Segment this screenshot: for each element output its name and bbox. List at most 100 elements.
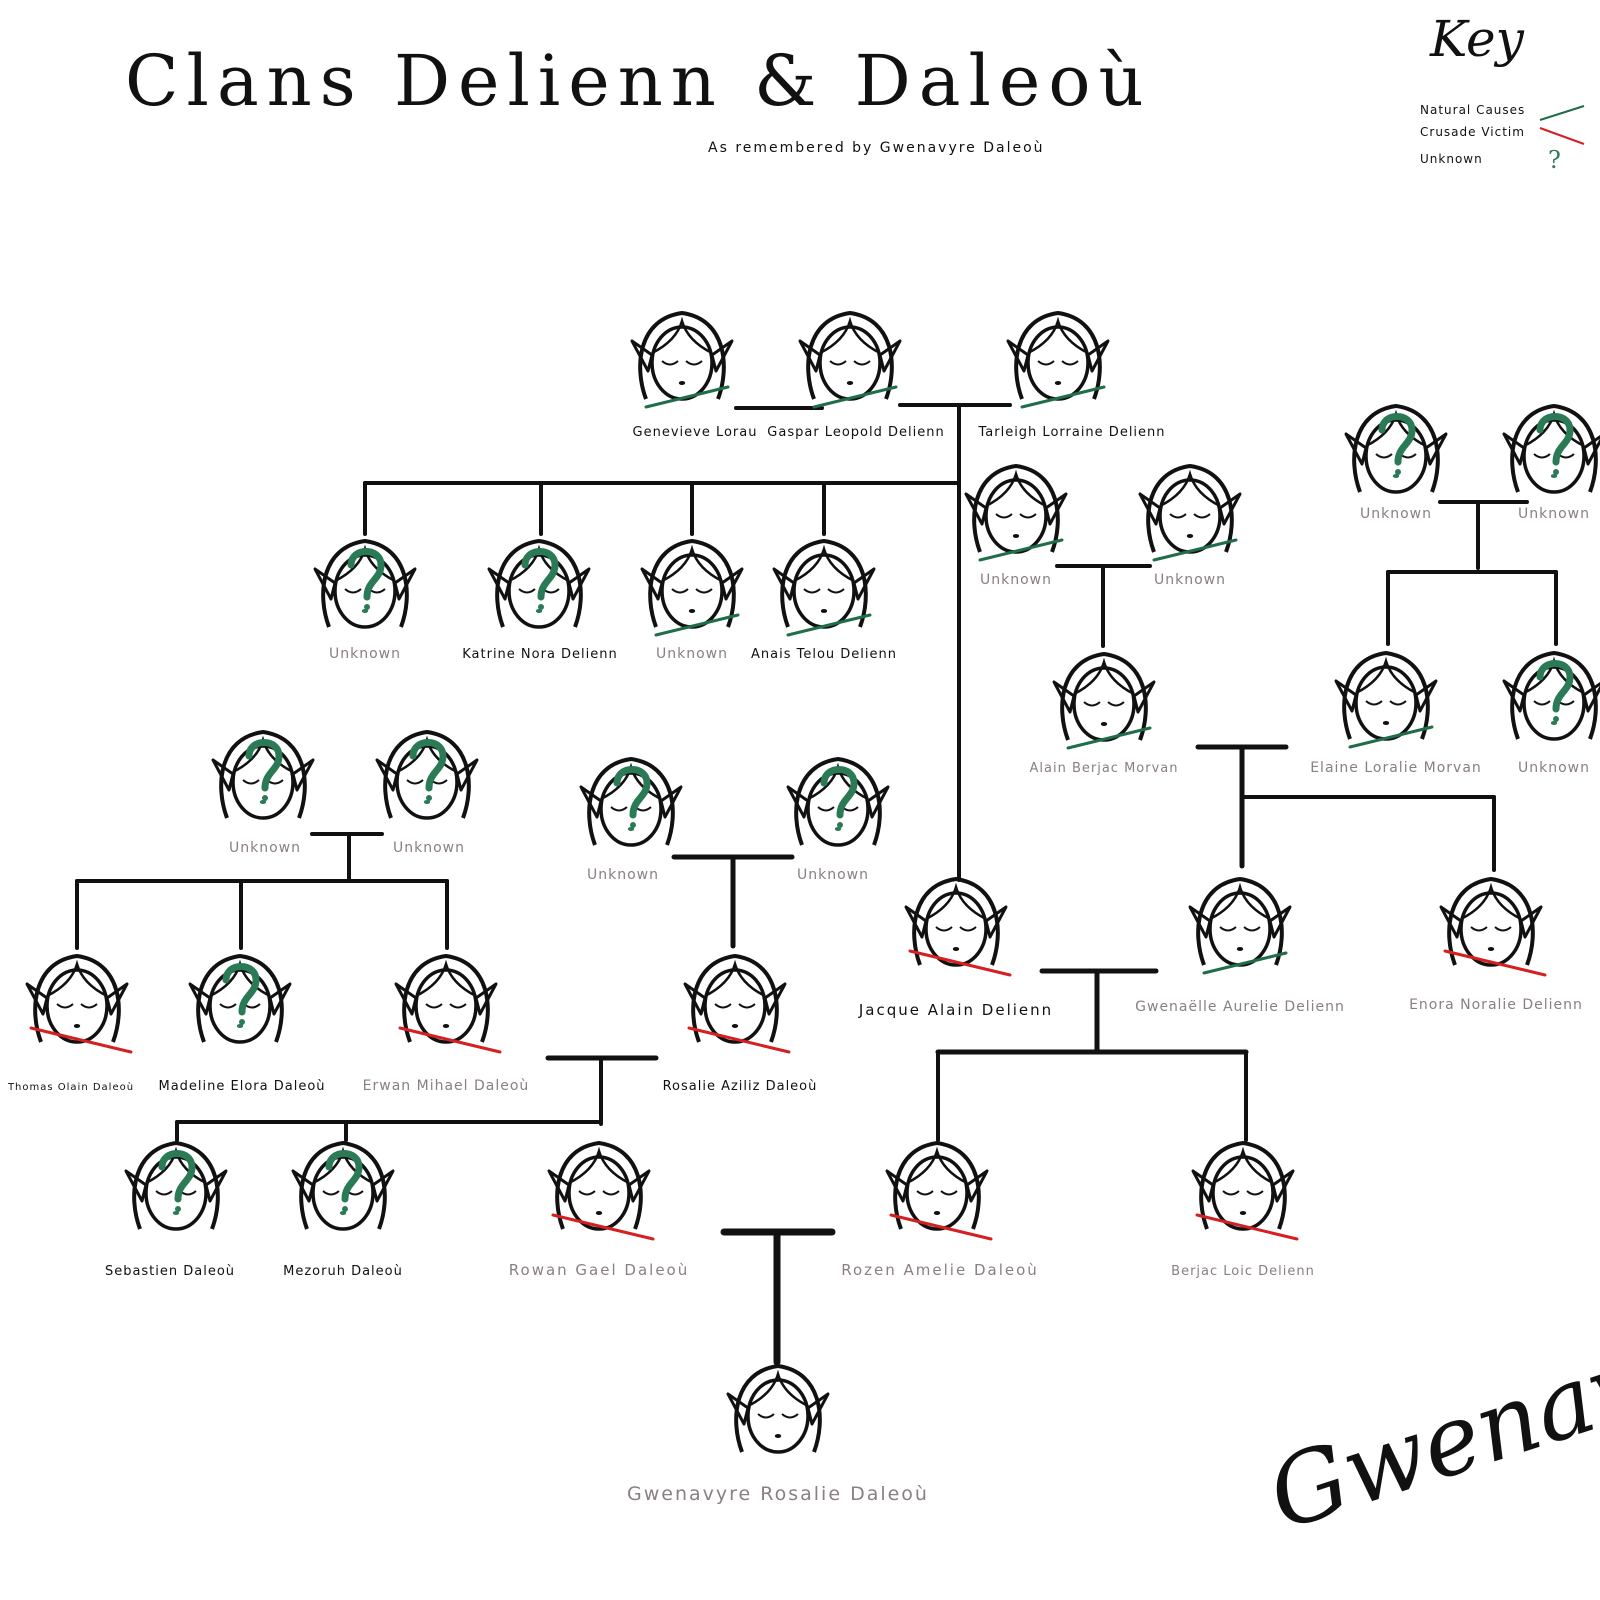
person-portrait-10	[1344, 403, 1448, 494]
question-mark-icon	[521, 548, 559, 601]
left-eye-icon	[661, 360, 679, 366]
person-portrait-20	[394, 953, 502, 1054]
left-eye-icon	[803, 588, 821, 594]
person-portrait-29	[1191, 1140, 1299, 1241]
fringe-icon	[925, 882, 987, 921]
question-dot-icon	[538, 604, 544, 610]
person-name: Unknown	[1518, 760, 1590, 776]
fringe-icon	[568, 1146, 630, 1185]
question-mark-icon	[820, 766, 858, 819]
crusade-victim-mark	[889, 1213, 993, 1241]
fringe-icon	[1073, 657, 1135, 696]
hair-icon	[1510, 403, 1598, 493]
question-dot-icon	[1553, 469, 1559, 475]
mouth-icon	[259, 800, 267, 804]
question-dot-icon	[837, 822, 843, 828]
person-portrait-5	[640, 538, 744, 637]
legend: Key Natural Causes Crusade Victim Unknow…	[1420, 10, 1600, 180]
hair-icon	[912, 876, 1000, 966]
person-portrait-2	[1006, 310, 1110, 409]
right-eye-icon	[781, 1413, 799, 1419]
right-eye-icon	[1389, 700, 1407, 706]
person-portrait-16	[579, 756, 683, 847]
left-eye-icon	[344, 588, 362, 594]
mouth-icon	[535, 609, 543, 613]
fringe-icon	[1460, 882, 1522, 921]
fringe-icon	[1355, 656, 1417, 695]
hair-icon	[1146, 463, 1234, 553]
natural-causes-mark	[644, 385, 730, 409]
crusade-victim-mark	[29, 1026, 133, 1054]
natural-causes-mark	[1066, 726, 1152, 750]
mouth-icon	[1392, 474, 1400, 478]
left-eye-icon	[242, 779, 260, 785]
fringe-icon	[661, 544, 723, 583]
person-name: Unknown	[393, 840, 465, 856]
left-eye-icon	[817, 806, 835, 812]
fringe-icon	[46, 959, 108, 998]
mouth-icon	[1239, 1211, 1247, 1215]
left-eye-icon	[714, 1003, 732, 1009]
right-eye-icon	[602, 1190, 620, 1196]
mouth-icon	[1186, 534, 1194, 538]
face-icon	[1072, 666, 1136, 742]
mouth-icon	[172, 1211, 180, 1215]
question-mark-icon	[1536, 660, 1574, 713]
mouth-icon	[678, 381, 686, 385]
right-eye-icon	[853, 360, 871, 366]
person-name: Unknown	[1360, 506, 1432, 522]
question-mark-icon	[1536, 413, 1574, 466]
hair-icon	[196, 953, 284, 1043]
left-eye-icon	[916, 1190, 934, 1196]
mouth-icon	[361, 609, 369, 613]
person-name: Sebastien Daleoù	[105, 1264, 235, 1279]
hair-icon	[555, 1140, 643, 1230]
face-icon	[567, 1155, 631, 1231]
left-eye-icon	[219, 1003, 237, 1009]
left-eye-icon	[1083, 701, 1101, 707]
person-name: Anais Telou Delienn	[751, 647, 897, 662]
mouth-icon	[731, 1024, 739, 1028]
question-mark-icon	[613, 766, 651, 819]
person-portrait-23	[1188, 876, 1292, 975]
legend-natural-mark	[1539, 105, 1585, 121]
person-name: Thomas Olain Daleoù	[7, 1081, 134, 1093]
right-eye-icon	[695, 588, 713, 594]
fringe-icon	[1027, 316, 1089, 355]
left-eye-icon	[406, 779, 424, 785]
mouth-icon	[1550, 474, 1558, 478]
fringe-icon	[985, 469, 1047, 508]
left-eye-icon	[1375, 453, 1393, 459]
right-eye-icon	[1107, 701, 1125, 707]
person-name: Unknown	[229, 840, 301, 856]
fringe-icon	[1209, 882, 1271, 921]
person-name: Unknown	[980, 572, 1052, 588]
person-name: Unknown	[587, 867, 659, 883]
right-eye-icon	[1246, 1190, 1264, 1196]
person-name: Rosalie Aziliz Daleoù	[663, 1079, 818, 1094]
face-icon	[746, 1378, 810, 1454]
right-eye-icon	[1019, 513, 1037, 519]
hair-icon	[33, 953, 121, 1043]
right-eye-icon	[827, 588, 845, 594]
right-eye-icon	[940, 1190, 958, 1196]
person-name: Unknown	[1154, 572, 1226, 588]
fringe-icon	[1212, 1146, 1274, 1185]
person-portrait-8	[1138, 463, 1242, 562]
mouth-icon	[834, 827, 842, 831]
mouth-icon	[236, 1024, 244, 1028]
question-mark-icon	[409, 739, 447, 792]
face-icon	[1026, 325, 1090, 401]
person-name: Genevieve Lorau	[633, 425, 758, 440]
left-eye-icon	[829, 360, 847, 366]
legend-unknown-mark: ?	[1548, 146, 1561, 174]
hair-icon	[1196, 876, 1284, 966]
natural-causes-mark	[786, 613, 872, 637]
question-mark-icon	[1378, 413, 1416, 466]
person-portrait-9	[1052, 651, 1156, 750]
fringe-icon	[819, 316, 881, 355]
crusade-victim-mark	[551, 1213, 655, 1241]
hair-icon	[383, 729, 471, 819]
legend-crusade-mark	[1539, 127, 1585, 145]
right-eye-icon	[80, 1003, 98, 1009]
